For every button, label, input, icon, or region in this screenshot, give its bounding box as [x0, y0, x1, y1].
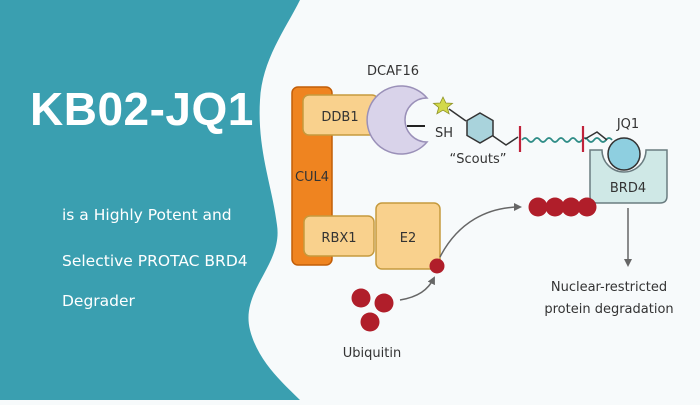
free-ubiquitin	[351, 288, 371, 308]
outcome-label-line2: protein degradation	[544, 302, 673, 317]
polyubiquitin-bead	[528, 197, 548, 217]
cul4-label: CUL4	[295, 170, 329, 185]
scout-bond	[448, 108, 467, 122]
polyubiquitin-bead	[561, 197, 581, 217]
brd4-label: BRD4	[610, 181, 646, 196]
scouts-ring	[466, 112, 494, 144]
polyubiquitin-bead	[545, 197, 565, 217]
sh-label: SH	[435, 126, 453, 141]
ubiquitin-on-e2	[429, 258, 445, 274]
e2-block	[375, 202, 441, 270]
linker-bond-right	[584, 131, 608, 141]
star-icon	[432, 96, 454, 115]
subtitle-line-3: Degrader	[62, 292, 135, 310]
rbx1-label: RBX1	[321, 231, 356, 246]
subtitle-line-2: Selective PROTAC BRD4	[62, 252, 248, 270]
loading-arrow	[399, 276, 435, 301]
jq1-label: JQ1	[616, 117, 639, 132]
ubiquitin-label: Ubiquitin	[343, 346, 401, 361]
page-title: KB02-JQ1	[30, 83, 254, 135]
subtitle-line-1: is a Highly Potent and	[62, 206, 232, 224]
teal-panel	[0, 0, 300, 400]
transfer-arrow	[439, 203, 522, 258]
scouts-label: “Scouts”	[450, 152, 507, 167]
polyubiquitin-bead	[577, 197, 597, 217]
free-ubiquitin	[374, 293, 394, 313]
jq1-ligand	[607, 137, 641, 171]
ddb1-label: DDB1	[321, 110, 358, 125]
free-ubiquitin	[360, 312, 380, 332]
dcaf16-shape	[366, 85, 429, 155]
e2-label: E2	[400, 231, 417, 246]
linker-chain	[521, 137, 613, 143]
linker-bond-left	[492, 135, 519, 146]
outcome-label-line1: Nuclear-restricted	[551, 280, 667, 295]
dcaf16-label: DCAF16	[367, 64, 419, 79]
rbx1-block	[303, 215, 375, 257]
